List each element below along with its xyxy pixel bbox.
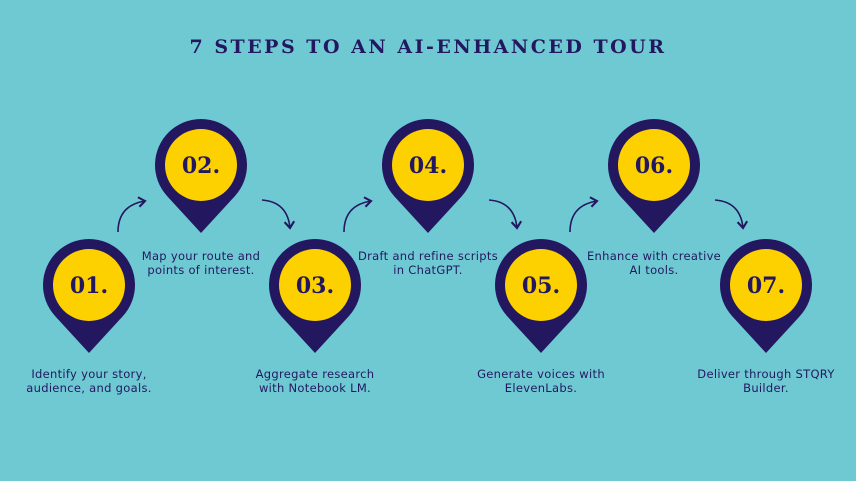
- step-number: 02.: [182, 153, 220, 179]
- map-pin-icon: 05.: [495, 238, 588, 353]
- step-number: 07.: [747, 273, 785, 299]
- map-pin-icon: 02.: [155, 119, 247, 233]
- step-number: 03.: [296, 273, 334, 299]
- map-pin-icon: 07.: [720, 239, 812, 353]
- step-number: 06.: [635, 153, 673, 179]
- step-description: Draft and refine scripts in ChatGPT.: [358, 249, 498, 277]
- map-pin-icon: 04.: [381, 118, 474, 233]
- step-description: Aggregate research with Notebook LM.: [255, 367, 375, 395]
- arrow-icon: [488, 199, 523, 230]
- arrow-icon: [714, 199, 749, 230]
- page-title: 7 STEPS TO AN AI-ENHANCED TOUR: [189, 36, 667, 58]
- step-description: Enhance with creative AI tools.: [586, 249, 722, 277]
- arrow-icon: [117, 196, 147, 233]
- step-description: Deliver through STQRY Builder.: [697, 367, 835, 395]
- step-description: Map your route and points of interest.: [141, 249, 261, 277]
- step-number: 05.: [522, 273, 560, 299]
- step-description: Identify your story, audience, and goals…: [26, 367, 152, 395]
- step-number: 01.: [70, 273, 108, 299]
- arrow-icon: [343, 196, 373, 233]
- map-pin-icon: 01.: [43, 238, 136, 353]
- step-number: 04.: [409, 153, 447, 179]
- step-description: Generate voices with ElevenLabs.: [477, 367, 605, 395]
- map-pin-icon: 06.: [608, 119, 701, 233]
- arrow-icon: [569, 196, 599, 233]
- map-pin-icon: 03.: [268, 238, 361, 353]
- arrow-icon: [261, 199, 296, 230]
